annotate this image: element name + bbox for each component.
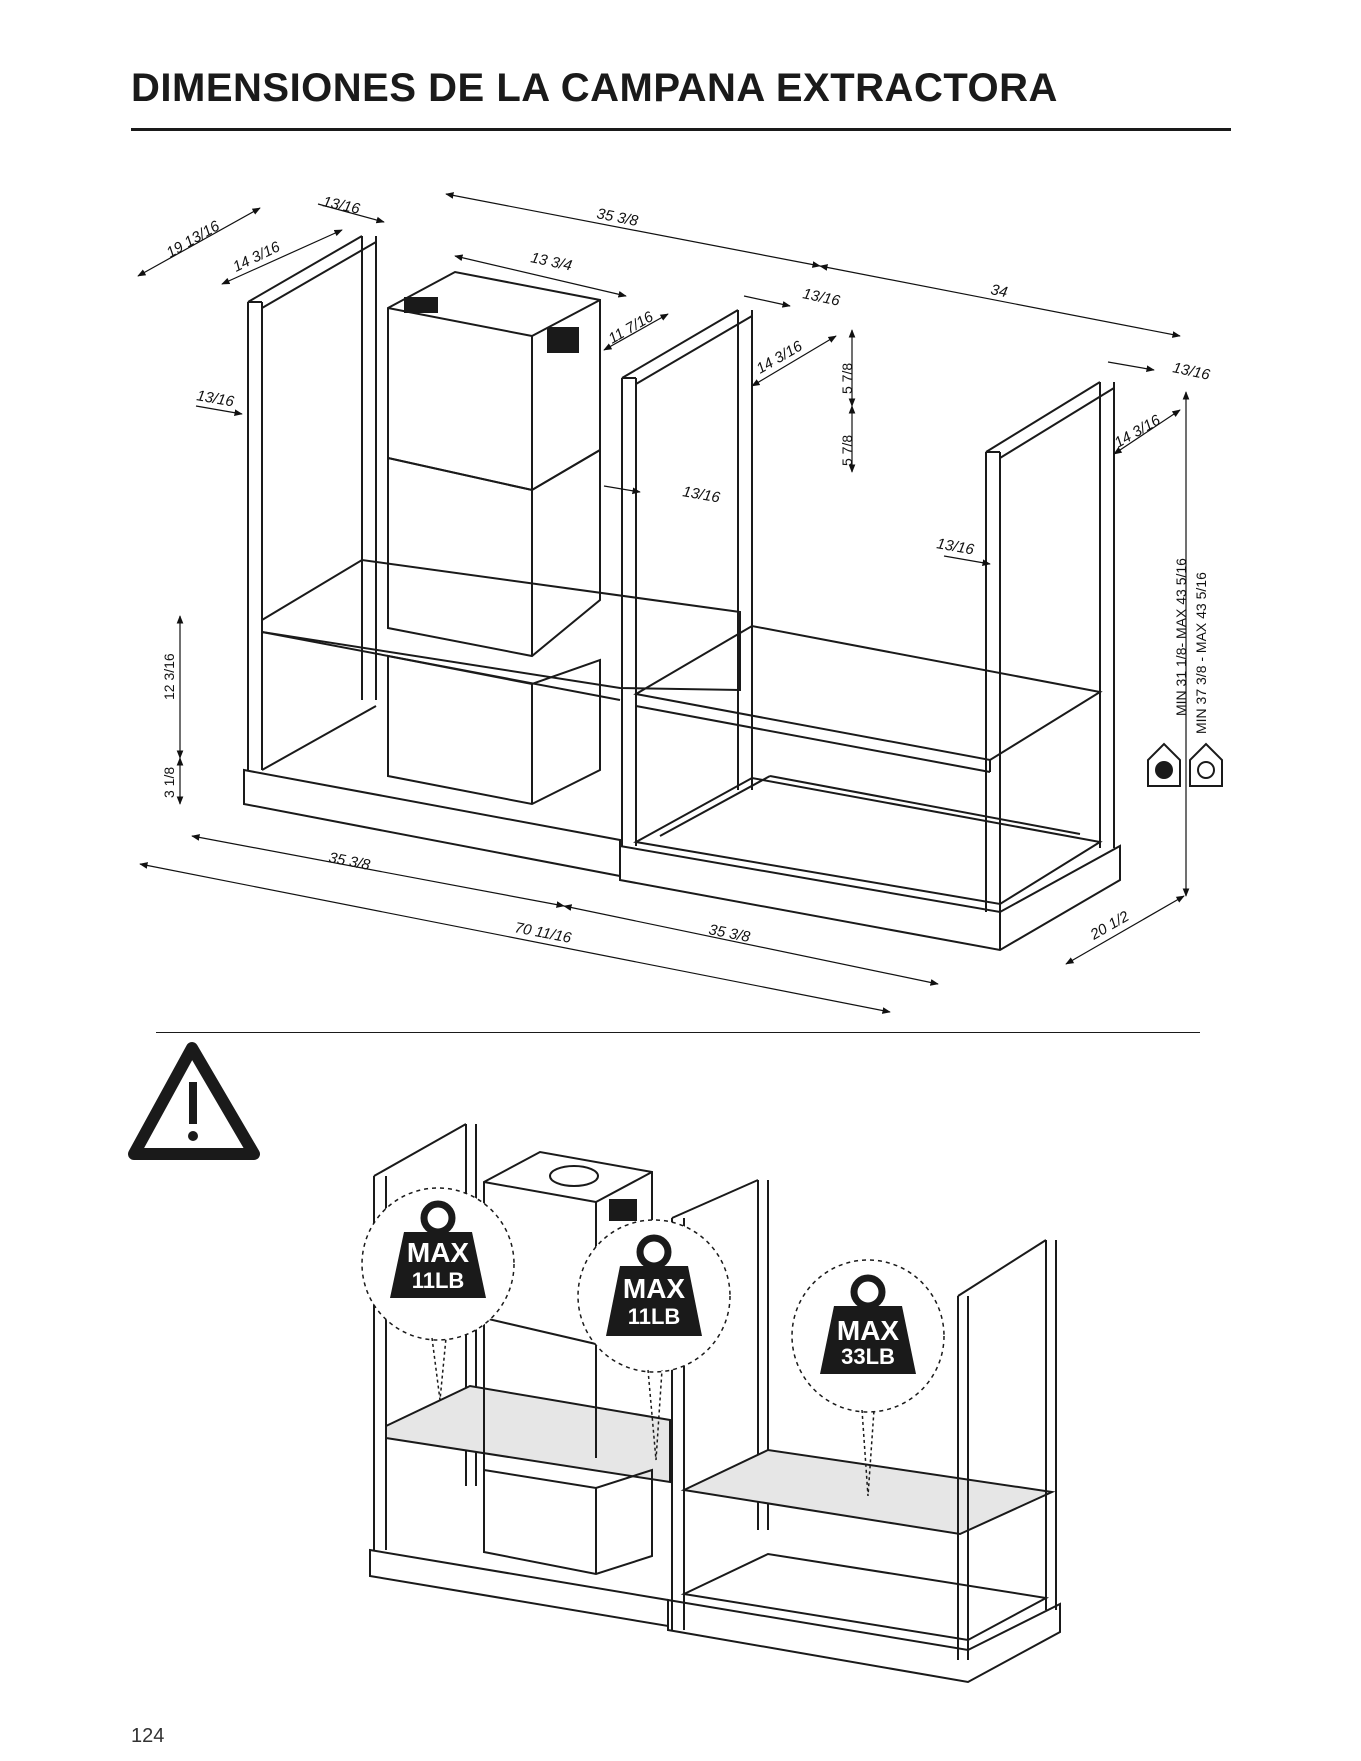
weight-max-label-1: MAX — [407, 1237, 470, 1268]
weight-load-label-3: 33LB — [841, 1344, 895, 1369]
page-number: 124 — [131, 1725, 164, 1748]
weight-load-label-1: 11LB — [412, 1268, 465, 1293]
weight-max-label-3: MAX — [837, 1315, 900, 1346]
weight-max-label-2: MAX — [623, 1273, 686, 1304]
weight-callout-1: MAX 11LB — [362, 1188, 514, 1400]
weight-load-label-2: 11LB — [628, 1304, 681, 1329]
